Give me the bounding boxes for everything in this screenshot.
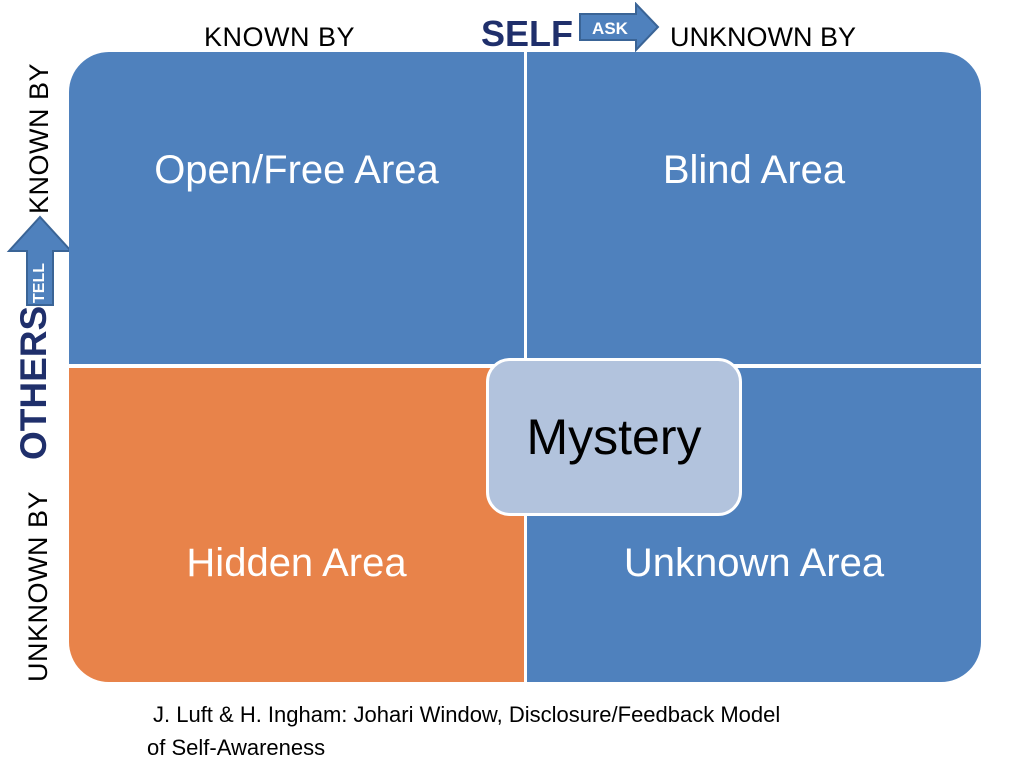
tell-arrow-icon: TELL xyxy=(6,215,74,306)
mystery-label: Mystery xyxy=(526,409,702,465)
hidden-area-quadrant: Hidden Area xyxy=(69,368,524,682)
others-heading: OTHERS xyxy=(13,305,54,460)
open-area-quadrant: Open/Free Area xyxy=(69,52,524,364)
ask-label: ASK xyxy=(592,19,629,38)
known-by-others-label: KNOWN BY xyxy=(24,62,54,214)
self-heading: SELF xyxy=(481,13,574,54)
hidden-area-label: Hidden Area xyxy=(186,541,407,585)
blind-area-label: Blind Area xyxy=(662,148,846,192)
caption-line-2: of Self-Awareness xyxy=(147,735,326,760)
known-by-self-label: KNOWN BY xyxy=(204,22,356,52)
mystery-box: Mystery xyxy=(486,358,742,516)
unknown-by-others-label: UNKNOWN BY xyxy=(23,490,53,682)
caption-line-1: J. Luft & H. Ingham: Johari Window, Disc… xyxy=(153,702,781,727)
tell-label: TELL xyxy=(31,263,48,303)
open-area-label: Open/Free Area xyxy=(154,148,439,192)
unknown-by-self-label: UNKNOWN BY xyxy=(670,22,857,52)
ask-arrow-icon: ASK xyxy=(579,2,660,52)
unknown-area-label: Unknown Area xyxy=(623,541,885,585)
blind-area-quadrant: Blind Area xyxy=(527,52,981,364)
